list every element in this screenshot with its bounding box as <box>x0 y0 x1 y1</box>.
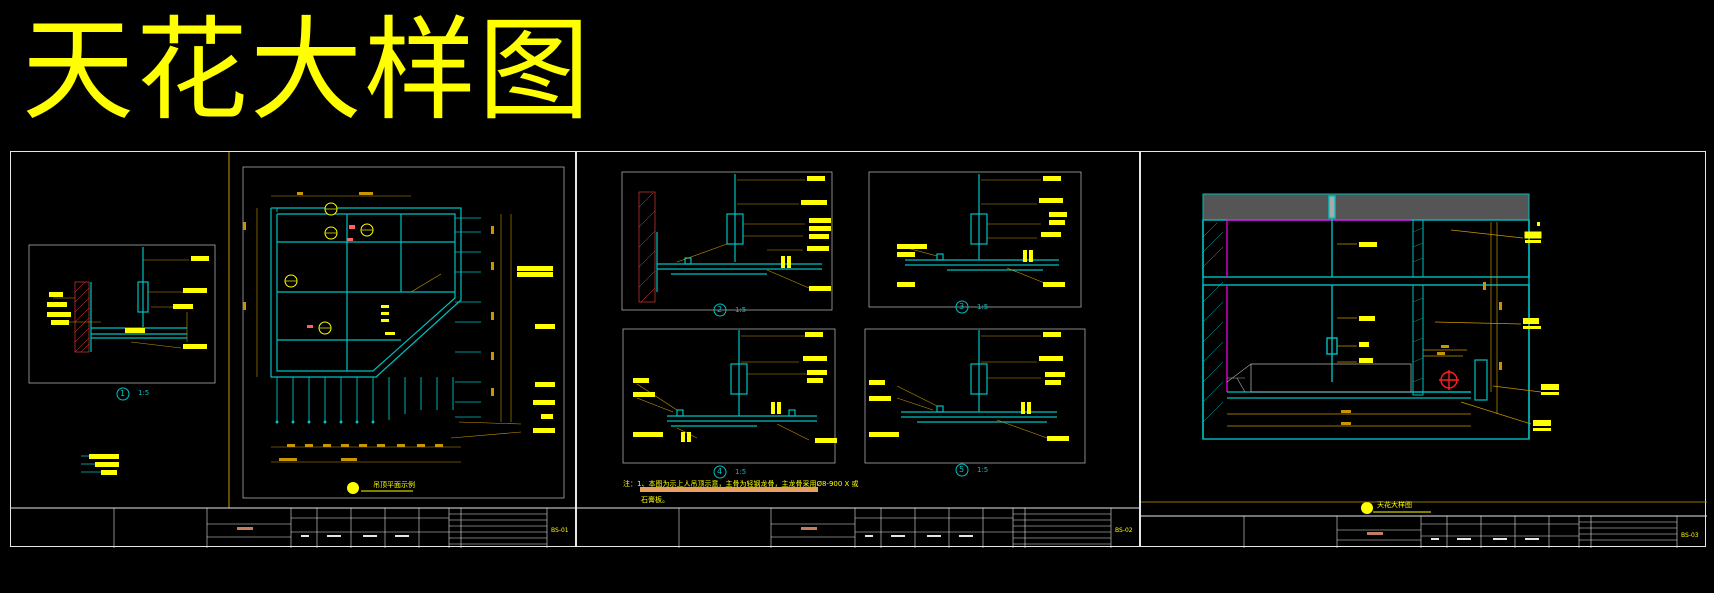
sheet-1-number: BS-01 <box>551 527 569 534</box>
detail-1-number: 1 <box>120 389 126 398</box>
detail-5-scale: 1:5 <box>977 466 989 474</box>
sheet-3-linework <box>1141 193 1707 548</box>
detail-1-scale: 1:5 <box>138 389 150 397</box>
drawing-sheet-1[interactable]: 吊顶平面示例 1:5 1 BS-01 <box>10 151 577 548</box>
detail-2-scale: 1:5 <box>735 306 747 314</box>
sheet-2-linework <box>577 171 1141 548</box>
detail-4-number: 4 <box>717 467 723 476</box>
drawing-title: 天花大样图 <box>22 6 592 136</box>
detail-2-number: 2 <box>717 305 723 314</box>
sheet-2-number: BS-02 <box>1115 527 1133 534</box>
plan-caption: 吊顶平面示例 <box>373 481 415 489</box>
construction-note-line-1: 注：1、本图为示上人吊顶示意，主骨为轻钢龙骨，主龙骨采用Ø8-900 X 或 <box>623 480 859 488</box>
sheet-1-linework <box>11 152 577 548</box>
detail-3-number: 3 <box>959 302 965 311</box>
note-highlight-band <box>640 487 818 492</box>
detail-3-scale: 1:5 <box>977 303 989 311</box>
drawing-sheet-2[interactable]: 2 1:5 3 1:5 4 1:5 5 1:5 注：1、本图为示上人吊顶示意，主… <box>576 151 1141 548</box>
detail-5-number: 5 <box>959 465 965 474</box>
section-caption: 天花大样图 <box>1377 501 1412 509</box>
drawing-sheet-3[interactable]: 天花大样图 BS-03 <box>1140 151 1707 548</box>
construction-note-line-2: 石膏板。 <box>641 496 669 504</box>
detail-4-scale: 1:5 <box>735 468 747 476</box>
sheet-3-number: BS-03 <box>1681 532 1699 539</box>
